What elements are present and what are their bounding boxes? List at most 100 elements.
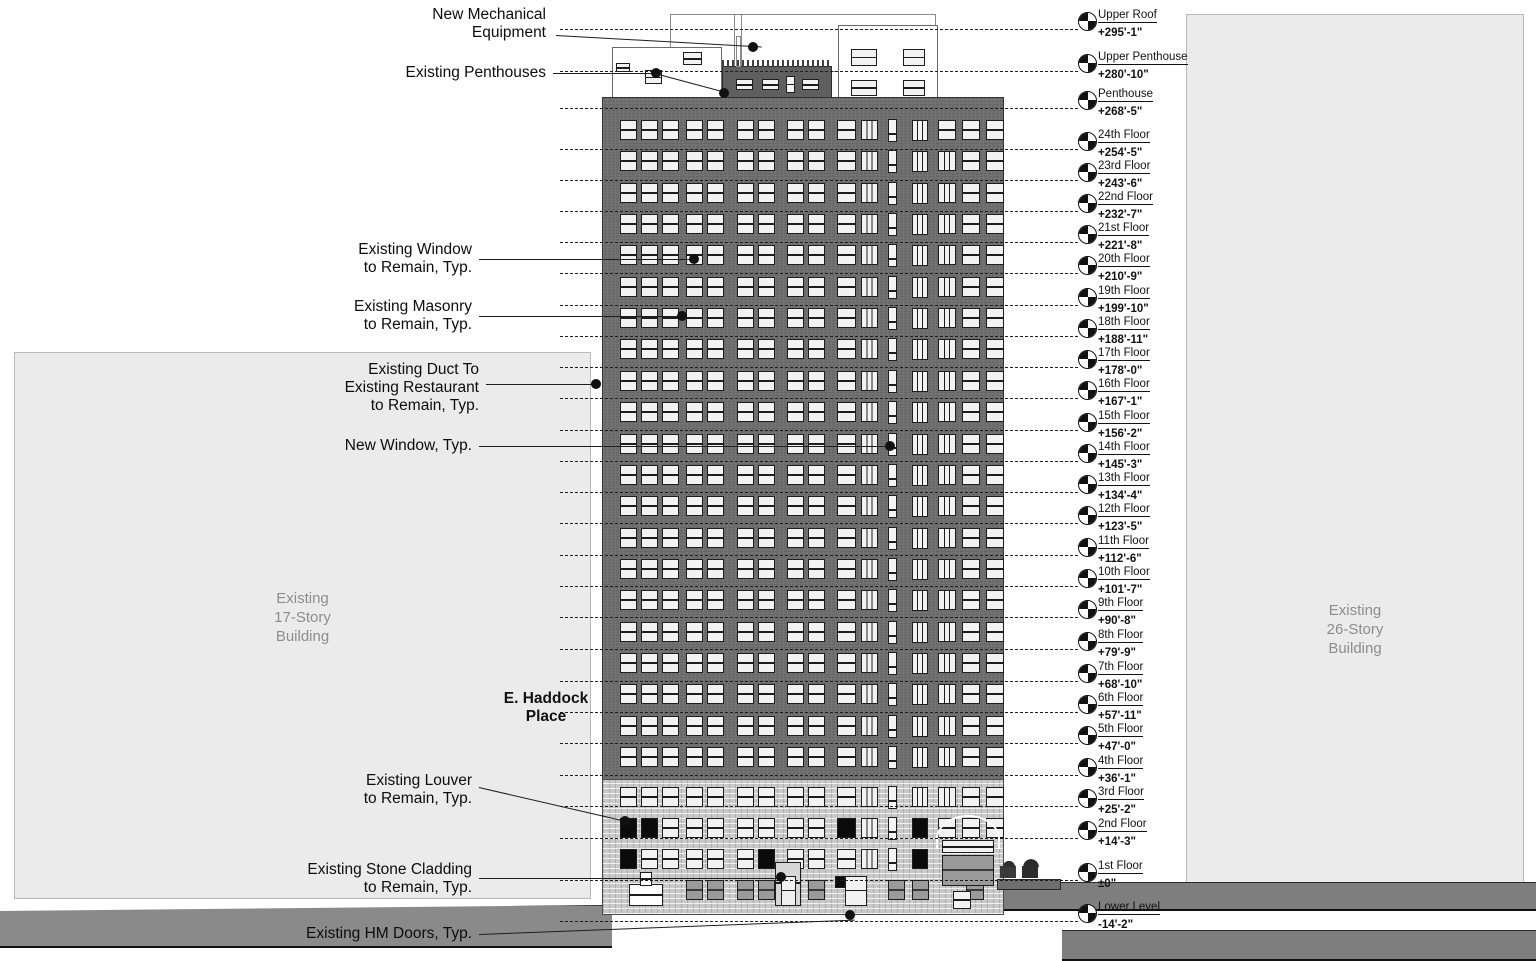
level-line bbox=[560, 681, 1078, 682]
level-name: 10th Floor bbox=[1098, 566, 1150, 580]
existing-window bbox=[662, 528, 679, 548]
existing-window bbox=[787, 434, 804, 454]
level-line bbox=[560, 398, 1078, 399]
existing-window-triple bbox=[912, 465, 928, 486]
existing-window-triple bbox=[861, 339, 878, 359]
existing-window bbox=[758, 747, 775, 767]
level-line bbox=[560, 806, 1078, 807]
existing-window bbox=[787, 528, 804, 548]
existing-window bbox=[837, 183, 856, 203]
arched-entry-transom bbox=[942, 840, 994, 853]
existing-window-triple bbox=[861, 277, 878, 297]
existing-window bbox=[837, 339, 856, 359]
base-window bbox=[758, 849, 775, 869]
base-window bbox=[861, 818, 878, 838]
existing-window bbox=[787, 622, 804, 642]
existing-window bbox=[737, 183, 754, 203]
base-window bbox=[888, 817, 897, 840]
storefront-glazing bbox=[808, 880, 825, 900]
existing-window bbox=[808, 496, 825, 516]
existing-window bbox=[662, 402, 679, 422]
existing-window bbox=[808, 622, 825, 642]
existing-window bbox=[686, 371, 703, 391]
existing-louver bbox=[888, 338, 897, 361]
existing-window bbox=[787, 402, 804, 422]
level-name: 2nd Floor bbox=[1098, 818, 1147, 832]
existing-window bbox=[837, 496, 856, 516]
existing-window bbox=[686, 183, 703, 203]
leader-dot bbox=[776, 872, 786, 882]
existing-window bbox=[787, 465, 804, 485]
existing-window-triple bbox=[912, 590, 928, 611]
existing-window bbox=[686, 151, 703, 171]
existing-window-triple bbox=[861, 151, 878, 171]
existing-window bbox=[620, 559, 637, 579]
sidewalk-canopy bbox=[997, 879, 1061, 890]
base-window bbox=[912, 849, 928, 869]
level-elevation: +112'-6" bbox=[1098, 553, 1142, 565]
existing-window bbox=[837, 434, 856, 454]
hm-door bbox=[835, 876, 845, 888]
existing-window-triple bbox=[912, 496, 928, 517]
existing-window bbox=[837, 402, 856, 422]
level-elevation: +14'-3" bbox=[1098, 836, 1136, 848]
new-window bbox=[962, 496, 980, 516]
existing-louver bbox=[888, 401, 897, 424]
new-window bbox=[938, 684, 956, 704]
existing-window bbox=[707, 371, 724, 391]
existing-window bbox=[787, 245, 804, 265]
existing-window bbox=[686, 559, 703, 579]
existing-window bbox=[662, 371, 679, 391]
new-window bbox=[962, 183, 980, 203]
level-elevation: +243'-6" bbox=[1098, 178, 1143, 190]
existing-window-triple bbox=[861, 747, 878, 767]
new-window bbox=[986, 214, 1004, 234]
existing-window-triple bbox=[861, 214, 878, 234]
existing-window bbox=[641, 528, 658, 548]
new-window bbox=[938, 402, 956, 422]
level-name: 16th Floor bbox=[1098, 378, 1150, 392]
new-window bbox=[938, 371, 956, 391]
existing-window bbox=[620, 590, 637, 610]
new-window bbox=[962, 590, 980, 610]
new-window bbox=[962, 716, 980, 736]
leader-line bbox=[553, 73, 655, 74]
level-line bbox=[560, 336, 1078, 337]
level-line bbox=[560, 461, 1078, 462]
existing-window-triple bbox=[861, 120, 878, 140]
existing-window bbox=[787, 120, 804, 140]
hm-door bbox=[845, 876, 867, 906]
existing-window bbox=[808, 590, 825, 610]
existing-window bbox=[707, 434, 724, 454]
existing-window bbox=[707, 151, 724, 171]
existing-window bbox=[737, 120, 754, 140]
level-name: 12th Floor bbox=[1098, 503, 1150, 517]
level-elevation: +25'-2" bbox=[1098, 804, 1136, 816]
level-name: 19th Floor bbox=[1098, 285, 1150, 299]
existing-window bbox=[737, 308, 754, 328]
existing-window bbox=[707, 339, 724, 359]
existing-window bbox=[787, 653, 804, 673]
level-name: 23rd Floor bbox=[1098, 160, 1151, 174]
existing-window-triple bbox=[912, 684, 928, 705]
new-window bbox=[938, 339, 956, 359]
existing-window-triple bbox=[861, 308, 878, 328]
new-window bbox=[962, 402, 980, 422]
existing-window bbox=[707, 622, 724, 642]
level-line bbox=[560, 305, 1078, 306]
existing-louver bbox=[888, 621, 897, 644]
existing-window bbox=[620, 402, 637, 422]
base-window bbox=[986, 787, 1004, 807]
existing-window bbox=[620, 120, 637, 140]
level-name: 1st Floor bbox=[1098, 860, 1143, 874]
mechanical-screen bbox=[722, 60, 832, 67]
existing-window bbox=[686, 684, 703, 704]
existing-window bbox=[707, 590, 724, 610]
existing-window bbox=[737, 434, 754, 454]
existing-window-triple bbox=[861, 528, 878, 548]
existing-window bbox=[758, 214, 775, 234]
level-name: 11th Floor bbox=[1098, 535, 1149, 549]
existing-window bbox=[808, 214, 825, 234]
existing-window bbox=[620, 183, 637, 203]
annotation-line: Existing Penthouses bbox=[405, 64, 546, 81]
